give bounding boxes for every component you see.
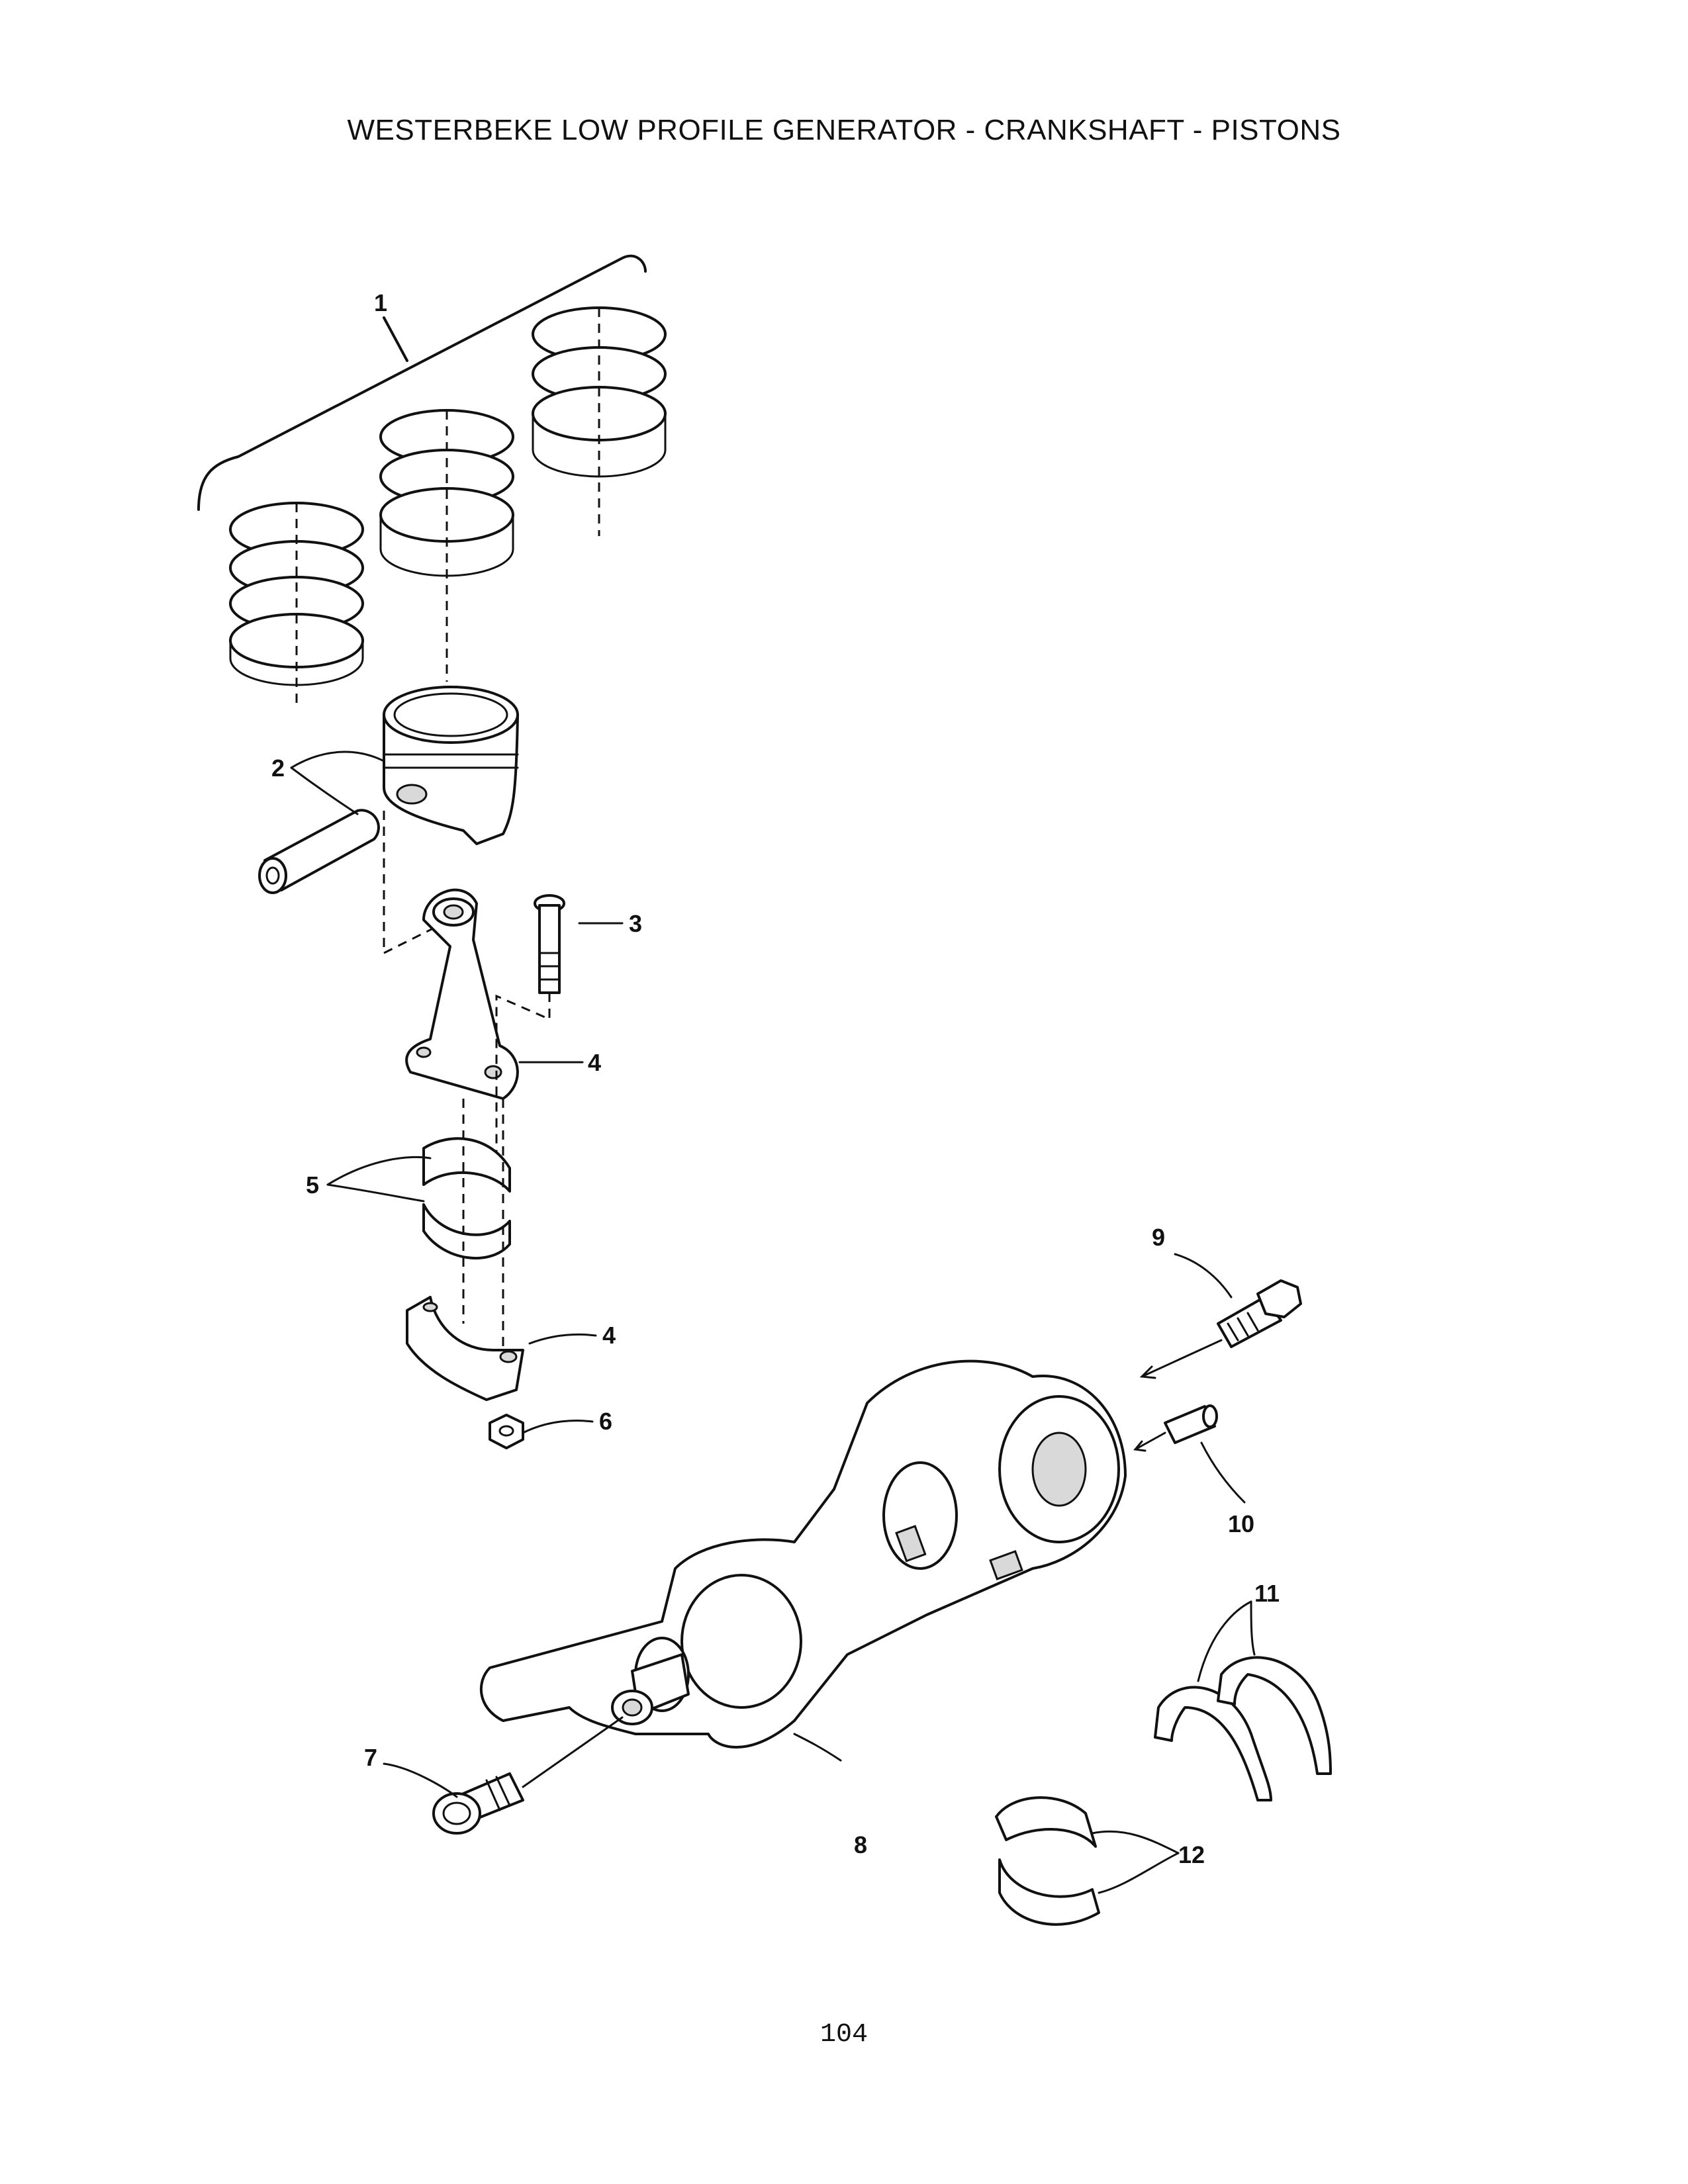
rod-bearing-shells (422, 1137, 511, 1259)
page-number: 104 (820, 2020, 868, 2050)
piston-ring-set-right (532, 306, 667, 536)
crank-bolt-guide (522, 1716, 624, 1788)
callout-1: 1 (374, 289, 387, 316)
piston-ring-set-left (229, 502, 364, 708)
callout-9: 9 (1152, 1224, 1165, 1251)
callout-4-upper: 4 (588, 1049, 601, 1076)
crank-pulley-bolt (432, 1772, 524, 1835)
dowel-arrow (1133, 1432, 1166, 1452)
callout-7: 7 (364, 1744, 377, 1771)
main-bearing-shells (995, 1796, 1100, 1926)
callout-4-lower: 4 (602, 1322, 616, 1349)
thrust-washers (1154, 1656, 1332, 1801)
crankshaft (480, 1359, 1127, 1749)
rod-bolt (534, 894, 565, 994)
piston-ring-set-middle (379, 409, 514, 682)
callout-12: 12 (1178, 1841, 1205, 1868)
piston-pin (258, 809, 380, 894)
connecting-rod (405, 888, 519, 1100)
callout-8: 8 (854, 1831, 867, 1858)
bolt-guide (495, 993, 551, 1158)
leader-lines (290, 751, 1256, 1894)
piston (383, 686, 519, 845)
rod-cap (406, 1296, 524, 1401)
piston-rings-bracket (197, 254, 647, 511)
callout-2: 2 (271, 754, 285, 782)
pin-to-rod-guide-2 (383, 919, 451, 954)
callout-6: 6 (599, 1408, 612, 1435)
callout-11: 11 (1254, 1580, 1280, 1607)
page-title: WESTERBEKE LOW PROFILE GENERATOR - CRANK… (347, 114, 1341, 146)
rod-nut (489, 1414, 524, 1449)
flywheel-bolt (1217, 1279, 1302, 1348)
callout-5: 5 (306, 1171, 319, 1199)
callout-3: 3 (629, 910, 642, 937)
callout-10: 10 (1228, 1510, 1254, 1537)
flywheel-bolt-arrow (1139, 1339, 1223, 1379)
dowel-pin (1164, 1404, 1218, 1444)
